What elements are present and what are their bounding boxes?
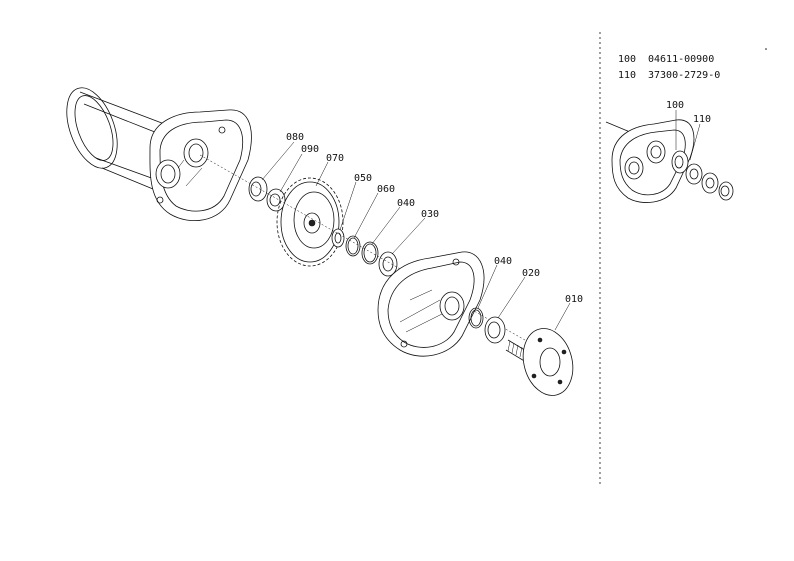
callout-090: 090 [301,144,319,155]
callout-110: 110 [693,114,711,125]
part-040-snap-ring-upper [361,241,379,265]
callout-020: 020 [522,268,540,279]
parts-table-row-ref: 100 [618,54,636,65]
parts-table: 100 04611-00900 110 37300-2729-0 [618,54,720,81]
leader-lines [261,141,571,331]
cover-plate [377,251,485,357]
registration-dot [765,48,767,50]
part-110-nut [718,181,734,201]
part-020-bearing [484,316,506,344]
part-010-output-flange [505,328,574,396]
parts-table-row-part-no: 37300-2729-0 [648,70,720,81]
callout-030: 030 [421,209,439,220]
part-080-bearing [248,176,268,202]
callout-060: 060 [377,184,395,195]
part-060-ring [345,235,361,257]
parts-table-row-part-no: 04611-00900 [648,54,714,65]
callout-040-upper: 040 [397,198,415,209]
parts-table-row-ref: 110 [618,70,636,81]
callout-080: 080 [286,132,304,143]
callout-050: 050 [354,173,372,184]
part-040-snap-ring-lower [468,307,484,329]
detail-inset [605,110,734,203]
callout-100: 100 [666,100,684,111]
part-050-collar [331,228,345,248]
housing-assembly [66,87,252,221]
callout-010: 010 [565,294,583,305]
part-100-bearing [671,150,689,174]
part-090-nut [266,188,286,212]
callout-040-lower: 040 [494,256,512,267]
part-070-gear [276,177,344,267]
part-030-bearing [378,251,398,277]
callout-070: 070 [326,153,344,164]
